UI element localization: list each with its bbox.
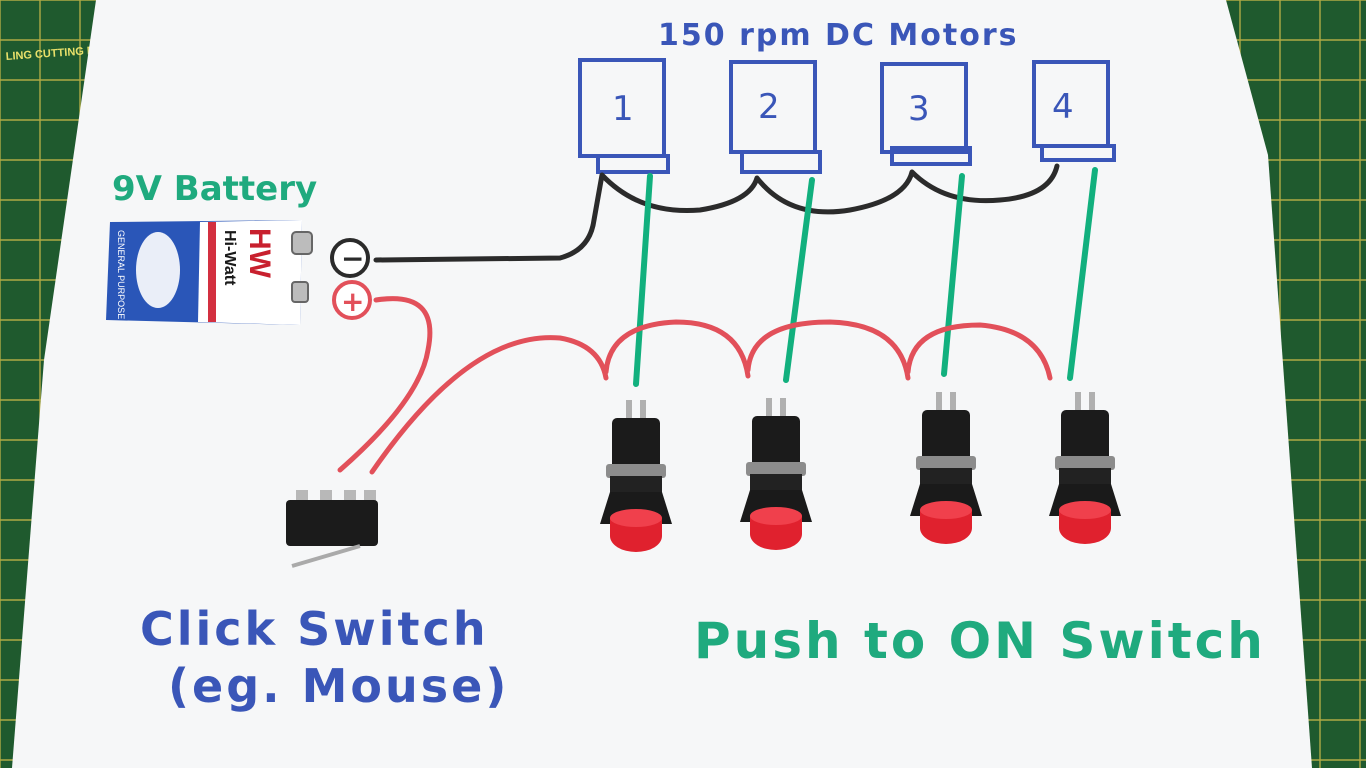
motor-2: 2 [729,60,822,174]
motor-4-base [1040,144,1116,162]
click-switch-label-line2: (eg. Mouse) [168,659,509,713]
motor-2-base [740,150,822,174]
paper-sheet [12,0,1312,768]
negative-wire [373,163,1060,263]
push-switch-1 [600,400,672,552]
switch-common-wire [369,319,1053,475]
motor-2-label: 2 [758,87,780,127]
motor-1-base [596,154,670,174]
motor-4-label: 4 [1052,87,1074,127]
battery-terminal-pos [291,281,309,303]
push-switch-4 [1049,392,1121,544]
green-wire-2 [783,177,815,383]
diagram-title: 150 rpm DC Motors [658,18,1018,53]
motor-3-label: 3 [908,89,930,129]
motor-3-box [880,62,968,154]
negative-symbol: − [341,242,364,275]
push-switch-label: Push to ON Switch [694,612,1266,670]
click-switch-label-line1: Click Switch [140,602,489,656]
click-switch [286,490,378,568]
negative-terminal-label: − [330,238,370,278]
battery-model: Hi-Watt [221,230,238,286]
motor-4: 4 [1032,60,1116,162]
battery-terminal-neg [291,231,313,255]
push-switch-2 [740,398,812,550]
push-switch-group [600,392,1121,552]
motor-1: 1 [578,58,670,174]
positive-wire [337,296,433,473]
positive-terminal-label: + [332,280,372,320]
battery-brand: HW [243,228,276,279]
battery-9v: 9V Battery GENERAL PURPOSE HW Hi-Watt [106,169,317,325]
motor-3: 3 [880,62,972,166]
battery-label: 9V Battery [112,169,317,209]
positive-symbol: + [341,285,364,318]
motor-1-label: 1 [612,89,634,129]
motor-3-base [890,146,972,166]
push-switch-3 [910,392,982,544]
green-wire-1 [633,173,653,387]
green-wire-4 [1067,167,1098,381]
green-wire-3 [941,173,965,377]
battery-side-text: GENERAL PURPOSE [116,230,126,319]
